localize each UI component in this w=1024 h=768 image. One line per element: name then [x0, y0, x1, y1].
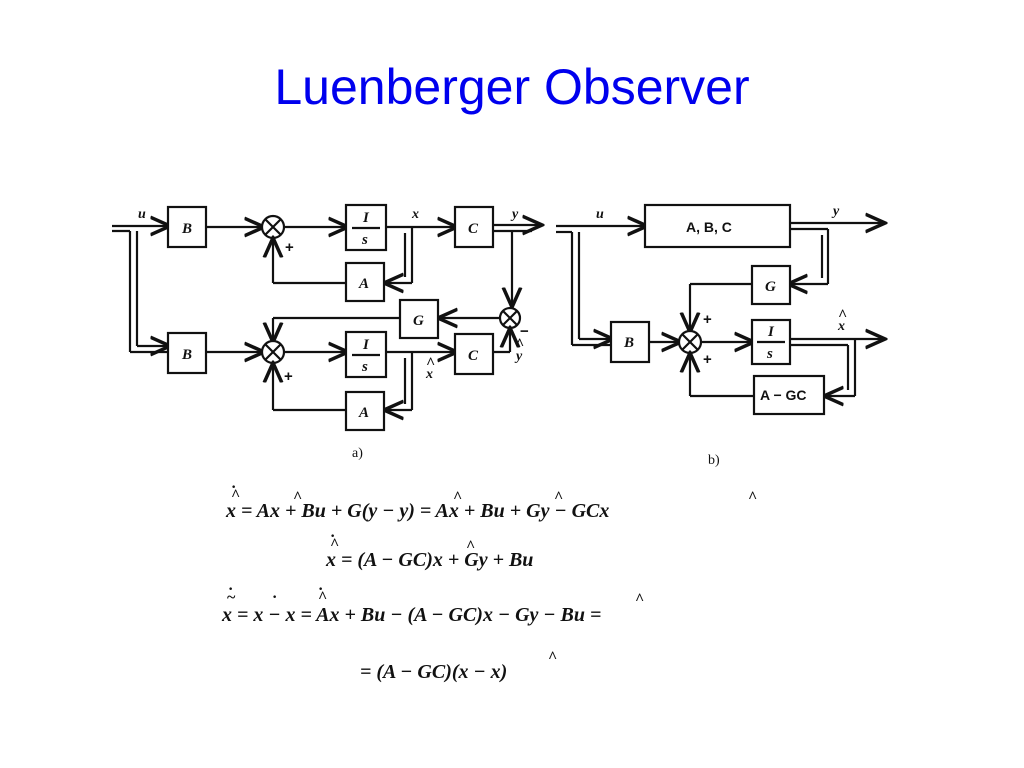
integrator-b-den: s	[766, 346, 773, 362]
slide-title: Luenberger Observer	[274, 59, 750, 115]
svg-text:~: ~	[227, 589, 236, 606]
equation-1: x = Ax + Bu + G(y − y) = Ax + Bu + Gy − …	[225, 500, 609, 522]
signal-x-a: x	[411, 207, 419, 222]
minus-sign: −	[520, 323, 529, 340]
block-c-top-label: C	[468, 221, 479, 237]
svg-text:^: ^	[330, 536, 339, 553]
integrator-top-num: I	[362, 210, 370, 226]
plant-block	[643, 203, 792, 249]
signal-yhat-a: y	[514, 349, 523, 364]
block-b-b-label: B	[623, 335, 634, 351]
svg-text:^: ^	[554, 489, 563, 506]
signal-y-b: y	[831, 204, 840, 219]
signal-u-b: u	[596, 207, 604, 222]
feedback-block-label: A − GC	[760, 387, 807, 403]
equation-2: x = (A − GC)x + Gy + Bu	[325, 549, 533, 571]
svg-text:^: ^	[515, 336, 524, 353]
integrator-b-num: I	[767, 324, 775, 340]
feedback-block-a-gc	[752, 374, 826, 416]
block-c-bottom-label: C	[468, 348, 479, 364]
equation-3: x = x − x = Ax + Bu − (A − GC)x − Gy − B…	[221, 604, 601, 626]
svg-text:^: ^	[466, 538, 475, 555]
equations: ^· ^ ^ ^ ^ ^· ^ ~· · ^· ^ ^ x = Ax + Bu …	[221, 479, 757, 683]
block-g-b-label: G	[765, 279, 776, 295]
caption-a: a)	[352, 446, 363, 461]
svg-text:·: ·	[318, 581, 323, 598]
block-g-a-label: G	[413, 313, 424, 329]
svg-text:·: ·	[228, 581, 233, 598]
plus-sign-bottom: +	[284, 368, 293, 385]
plus-sign-b-top: +	[703, 311, 712, 328]
svg-text:^: ^	[426, 355, 435, 372]
block-c-bottom	[453, 332, 495, 376]
svg-text:^: ^	[748, 489, 757, 506]
svg-text:^: ^	[635, 591, 644, 608]
equation-accents: ^· ^ ^ ^ ^ ^· ^ ~· · ^· ^ ^	[227, 479, 757, 666]
block-a-bottom-label: A	[358, 405, 369, 421]
svg-text:^: ^	[293, 489, 302, 506]
svg-text:^: ^	[838, 307, 847, 324]
block-b-b	[609, 320, 651, 364]
integrator-bottom-num: I	[362, 337, 370, 353]
equation-4: = (A − GC)(x − x)	[360, 661, 507, 683]
block-a-top-label: A	[358, 276, 369, 292]
caption-b: b)	[708, 453, 720, 468]
block-b-top-label: B	[181, 221, 192, 237]
plus-sign-b-bottom: +	[703, 351, 712, 368]
block-a-bottom	[344, 390, 386, 432]
integrator-top-den: s	[361, 232, 368, 248]
plus-sign-top: +	[285, 239, 294, 256]
svg-text:^: ^	[453, 489, 462, 506]
svg-text:·: ·	[330, 528, 335, 545]
signal-u-a: u	[138, 207, 146, 222]
signal-xhat-a: x	[425, 367, 433, 382]
svg-text:·: ·	[231, 479, 236, 496]
svg-text:^: ^	[231, 487, 240, 504]
svg-text:^: ^	[548, 649, 557, 666]
integrator-bottom-den: s	[361, 359, 368, 375]
signal-y-a: y	[510, 207, 519, 222]
diagram-a: u B + I s x C y A −	[112, 203, 540, 461]
block-g-a	[398, 298, 440, 340]
signal-xhat-b: x	[837, 319, 845, 334]
block-c-top	[453, 205, 495, 249]
svg-text:·: ·	[272, 589, 277, 606]
diagram-b: u A, B, C y G + B + I s x ^ A − GC	[556, 203, 883, 468]
svg-text:^: ^	[318, 589, 327, 606]
block-b-bottom	[166, 331, 208, 375]
plant-block-label: A, B, C	[686, 219, 732, 235]
block-b-bottom-label: B	[181, 347, 192, 363]
